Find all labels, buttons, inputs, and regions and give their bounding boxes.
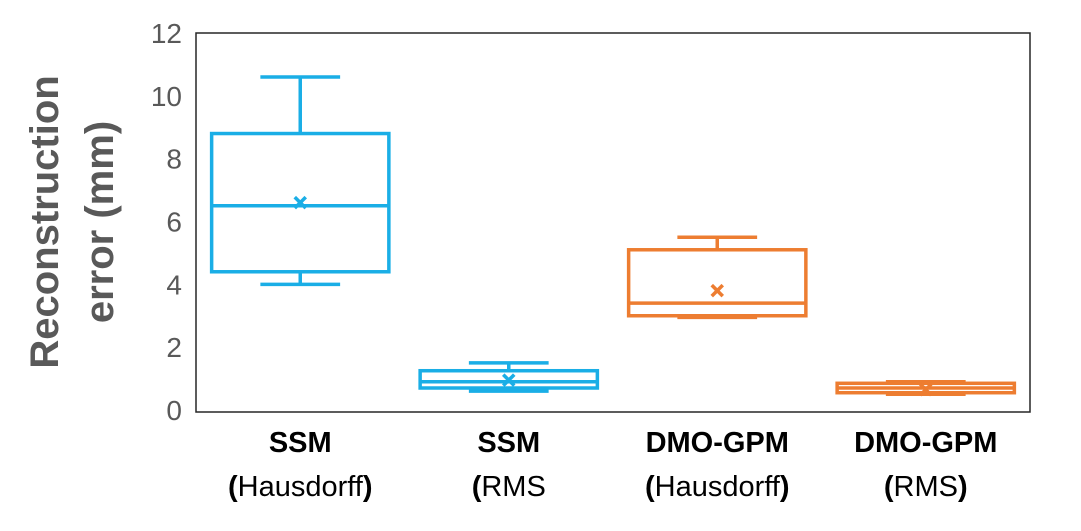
box-4 bbox=[835, 379, 1017, 397]
box-3 bbox=[626, 235, 808, 320]
box-1 bbox=[209, 75, 391, 287]
interquartile-box bbox=[626, 248, 808, 318]
x-axis-categories: SSM (Hausdorff) SSM (RMS DMO-GPM (Hausdorff) D… bbox=[228, 427, 997, 503]
mean-marker bbox=[293, 195, 307, 210]
mean-marker bbox=[710, 283, 724, 298]
category-label-line1: DMO-GPM bbox=[854, 427, 997, 459]
box-series bbox=[209, 75, 1017, 397]
y-tick-label: 6 bbox=[166, 207, 182, 238]
y-tick-label: 8 bbox=[166, 144, 182, 175]
y-tick-label: 10 bbox=[151, 81, 182, 112]
category-label-line2: (Hausdorff) bbox=[228, 471, 373, 503]
y-axis-ticks: 0 2 4 6 8 10 12 bbox=[151, 18, 182, 426]
box-2 bbox=[418, 361, 600, 393]
mean-marker bbox=[502, 373, 516, 387]
plot-area-frame bbox=[195, 32, 1031, 413]
category-label-line1: SSM bbox=[477, 427, 540, 459]
mean-marker bbox=[919, 382, 933, 397]
category-label-line2: (RMS) bbox=[884, 471, 968, 503]
category-label-line1: DMO-GPM bbox=[646, 427, 789, 459]
y-tick-label: 4 bbox=[166, 269, 182, 300]
category-label-line1: SSM bbox=[269, 427, 332, 459]
category-label-line2: (RMS bbox=[472, 471, 546, 503]
y-axis-label: Reconstruction error (mm) bbox=[23, 75, 122, 368]
y-tick-label: 2 bbox=[166, 332, 182, 363]
y-tick-label: 0 bbox=[166, 395, 182, 426]
y-axis-label-line1: Reconstruction bbox=[23, 75, 67, 368]
category-label-line2: (Hausdorff) bbox=[645, 471, 790, 503]
y-axis-label-line2: error (mm) bbox=[78, 121, 122, 323]
y-tick-label: 12 bbox=[151, 18, 182, 49]
